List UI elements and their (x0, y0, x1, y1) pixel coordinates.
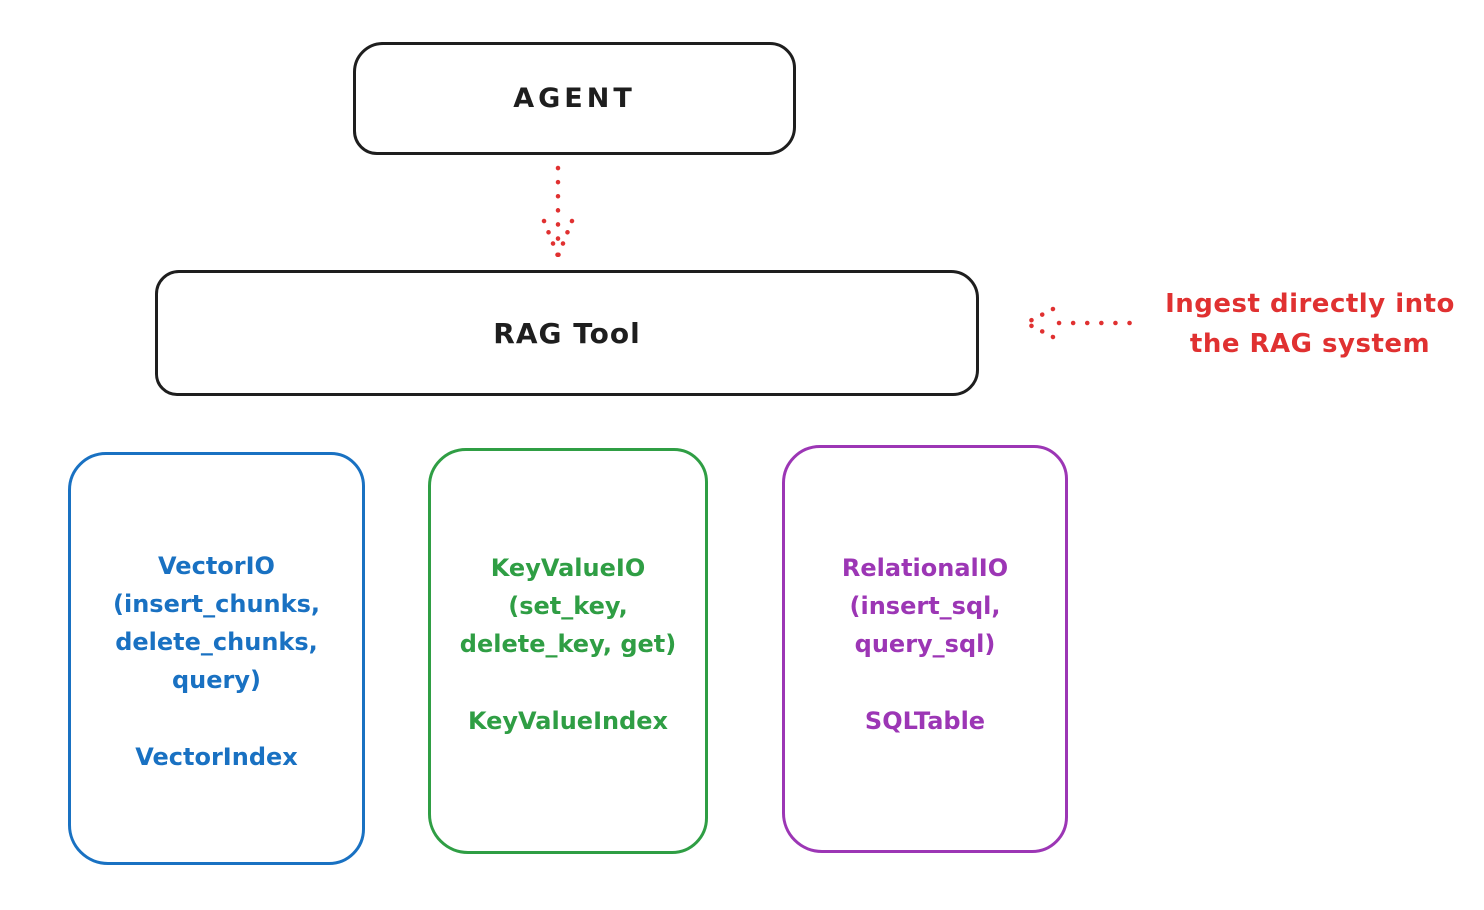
ingest-annotation: Ingest directly into the RAG system (1140, 284, 1480, 364)
keyvalue-io-box: KeyValueIO (set_key, delete_key, get) Ke… (428, 448, 708, 854)
relational-io-title: RelationalIO (841, 554, 1009, 582)
rag-tool-box: RAG Tool (155, 270, 979, 396)
vector-io-methods-line3: query) (172, 666, 261, 694)
agent-to-ragtool-arrow-icon (541, 165, 575, 259)
keyvalue-io-text: KeyValueIO (set_key, delete_key, get) (460, 549, 676, 663)
sql-table-label: SQLTable (864, 707, 986, 735)
vector-io-box: VectorIO (insert_chunks, delete_chunks, … (68, 452, 365, 865)
keyvalue-io-methods-line2: delete_key, get) (459, 630, 677, 658)
ingest-annotation-line1: Ingest directly into (1165, 289, 1455, 319)
keyvalue-io-title: KeyValueIO (490, 554, 646, 582)
relational-io-methods-line2: query_sql) (854, 630, 996, 658)
vector-index-label: VectorIndex (135, 743, 298, 771)
vector-io-methods-line1: (insert_chunks, (113, 590, 320, 618)
rag-tool-label: RAG Tool (493, 316, 641, 350)
keyvalue-index-label: KeyValueIndex (467, 707, 669, 735)
vector-io-text: VectorIO (insert_chunks, delete_chunks, … (113, 547, 320, 699)
vector-io-title: VectorIO (158, 552, 275, 580)
agent-box: AGENT (353, 42, 796, 155)
vector-io-methods-line2: delete_chunks, (115, 628, 318, 656)
agent-label: AGENT (513, 83, 636, 114)
ingest-annotation-line2: the RAG system (1189, 329, 1431, 359)
ingest-arrow-icon (1023, 306, 1136, 340)
relational-io-text: RelationalIO (insert_sql, query_sql) (842, 549, 1008, 663)
keyvalue-io-methods-line1: (set_key, (508, 592, 628, 620)
relational-io-methods-line1: (insert_sql, (849, 592, 1001, 620)
relational-io-box: RelationalIO (insert_sql, query_sql) SQL… (782, 445, 1068, 853)
